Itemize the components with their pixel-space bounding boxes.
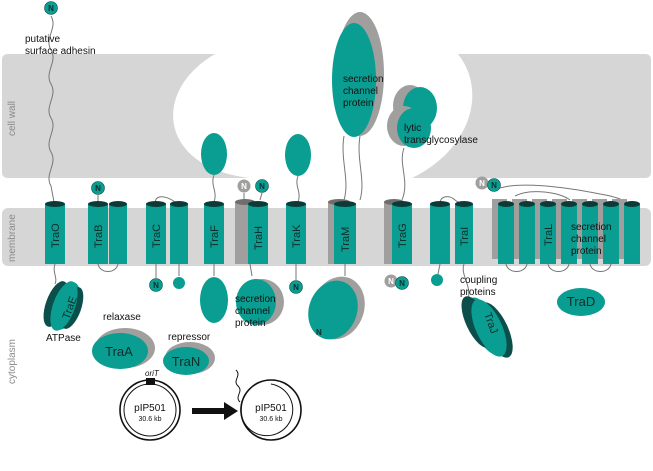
atpase-label: ATPase	[46, 333, 81, 344]
cell-wall: cell wall	[2, 54, 651, 178]
plasmid-size-left: 30.6 kb	[139, 416, 162, 423]
membrane-label: membrane	[7, 214, 18, 262]
tram-group: secretion channel protein N TraM	[308, 12, 384, 340]
membrane-protein-label-trai: TraI	[459, 227, 471, 246]
orit-label: oriT	[145, 369, 160, 378]
tral-n-label: N	[491, 181, 497, 190]
relaxase-label: relaxase	[103, 312, 141, 323]
trao-n-terminus	[44, 1, 58, 15]
channel-mid-line-3: protein	[235, 318, 266, 329]
membrane-protein-label-tral: TraL	[543, 224, 555, 246]
membrane-protein-label-trao: TraO	[50, 223, 62, 248]
membrane-protein-label-trab: TraB	[93, 225, 105, 248]
channel-right-line-1: secretion	[571, 222, 612, 233]
trab-group: N TraB	[88, 181, 127, 272]
traf-group: TraF	[200, 133, 228, 323]
cell-wall-band	[2, 54, 250, 178]
channel-mid-line-2: channel	[235, 306, 270, 317]
trai-group: TraI coupling proteins	[430, 196, 497, 301]
membrane-protein-label-trag: TraG	[397, 223, 409, 248]
tral-front-row	[498, 201, 640, 264]
tral-group: N N TraL secretion channel protein	[475, 176, 640, 272]
tram-n-label: N	[316, 328, 322, 337]
plasmid-after: pIP501 30.6 kb	[235, 369, 302, 441]
trac-n-label: N	[153, 281, 159, 290]
channel-right-line-3: protein	[571, 246, 602, 257]
trag-n-label: N	[399, 279, 405, 288]
trab-n-label: N	[95, 184, 101, 193]
trak-group: N TraK	[285, 134, 311, 294]
channel-top-line-3: protein	[343, 98, 374, 109]
cell-wall-label: cell wall	[7, 101, 18, 136]
lytic-label-line-2: transglycosylase	[404, 135, 478, 146]
trah-n-grey-label: N	[241, 182, 247, 191]
trao-group: N putative surface adhesin TraO	[25, 1, 96, 285]
plasmid-before: oriT pIP501 30.6 kb	[119, 369, 181, 441]
plasmid-name-left: pIP501	[134, 403, 166, 414]
trae-atpase: TraE ATPase	[43, 281, 84, 344]
cytoplasm-label: cytoplasm	[7, 339, 18, 384]
trah-group: N N TraH secretion channel protein	[235, 179, 284, 329]
membrane-protein-label-traf: TraF	[209, 225, 221, 248]
coupling-label-line-1: coupling	[460, 275, 497, 286]
membrane-protein-label-trah: TraH	[253, 226, 265, 250]
plasmid-name-right: pIP501	[255, 403, 287, 414]
trac-group: N TraC	[146, 196, 188, 292]
trad-group: TraD	[557, 288, 605, 316]
adhesin-label-line-1: putative	[25, 34, 60, 45]
lytic-label-line-1: lytic	[404, 123, 421, 134]
membrane-protein-label-trac: TraC	[151, 224, 163, 248]
channel-top-line-1: secretion	[343, 74, 384, 85]
traj-group: TraJ	[461, 296, 513, 358]
membrane-protein-label-tram: TraM	[340, 227, 352, 252]
trah-n-label: N	[259, 182, 265, 191]
adhesin-label-line-2: surface adhesin	[25, 46, 96, 57]
plasmid-size-right: 30.6 kb	[260, 416, 283, 423]
traa-group: relaxase TraA	[92, 312, 155, 369]
trad-label: TraD	[567, 294, 595, 309]
trag-group: lytic transglycosylase N N TraG	[384, 85, 478, 290]
transfer-arrow	[192, 402, 238, 420]
trak-n-label: N	[293, 283, 299, 292]
channel-mid-line-1: secretion	[235, 294, 276, 305]
channel-top-line-2: channel	[343, 86, 378, 97]
trao-n-label: N	[48, 4, 54, 13]
trag-n-grey-label: N	[388, 277, 394, 286]
traa-label: TraA	[105, 344, 133, 359]
membrane-protein-label-trak: TraK	[291, 224, 303, 248]
trao-adhesin-tail	[48, 15, 55, 203]
tran-label: TraN	[172, 354, 200, 369]
channel-right-line-2: channel	[571, 234, 606, 245]
cell-wall-band-right	[412, 54, 651, 178]
repressor-label: repressor	[168, 332, 211, 343]
tral-n-grey-label: N	[479, 179, 485, 188]
coupling-label-line-2: proteins	[460, 287, 496, 298]
tran-group: repressor TraN	[163, 332, 215, 375]
